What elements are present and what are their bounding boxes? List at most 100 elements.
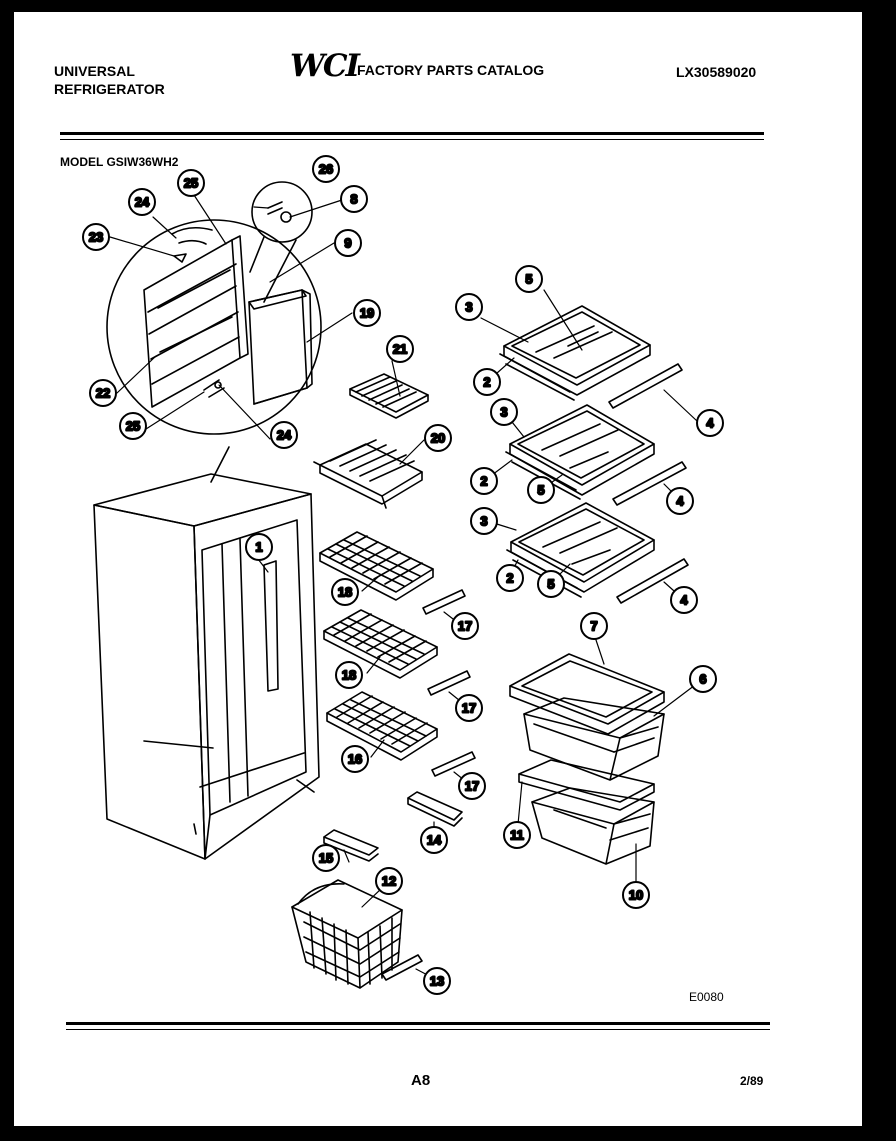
callout-2-middle: 2	[470, 467, 498, 495]
callout-number: 24	[135, 195, 150, 210]
model-label: MODEL GSIW36WH2	[60, 155, 179, 169]
callout-17-middle: 17	[455, 694, 483, 722]
callout-16: 16	[341, 745, 369, 773]
callout-number: 14	[427, 833, 442, 848]
callout-9: 9	[334, 229, 362, 257]
callout-number: 5	[537, 483, 544, 498]
crisper-pan-10	[531, 787, 655, 865]
callout-number: 12	[382, 874, 396, 889]
callout-26: 26	[312, 155, 340, 183]
callout-17-top: 17	[451, 612, 479, 640]
callout-1: 1	[245, 533, 273, 561]
glass-shelf-middle	[505, 404, 655, 500]
callout-number: 20	[431, 431, 445, 446]
callout-6: 6	[689, 665, 717, 693]
leader-lines	[109, 194, 704, 981]
footer-rule	[66, 1022, 770, 1025]
date-code: 2/89	[740, 1074, 764, 1088]
callout-18-bottom: 18	[335, 661, 363, 689]
crisper-tray-11	[518, 759, 655, 811]
callout-4-bottom: 4	[670, 586, 698, 614]
callout-24-bottom: 24	[270, 421, 298, 449]
callout-12: 12	[375, 867, 403, 895]
callout-11: 11	[503, 821, 531, 849]
callout-number: 15	[319, 851, 333, 866]
callout-number: 3	[480, 514, 487, 529]
glass-shelf-bottom	[506, 502, 655, 598]
callout-number: 10	[629, 888, 643, 903]
callout-number: 1	[255, 540, 262, 555]
brand-line2: REFRIGERATOR	[54, 81, 165, 97]
callout-number: 25	[184, 176, 198, 191]
callout-number: 4	[706, 416, 714, 431]
callout-number: 22	[96, 386, 110, 401]
callout-number: 16	[348, 752, 362, 767]
callout-17-bottom: 17	[458, 772, 486, 800]
callout-2-bottom: 2	[496, 564, 524, 592]
catalog-number: LX30589020	[676, 64, 757, 80]
callout-number: 18	[342, 668, 356, 683]
callout-number: 11	[510, 828, 524, 843]
callout-number: 5	[525, 272, 532, 287]
callout-number: 2	[483, 375, 490, 390]
exploded-parts-diagram: 1 2 2 2 3 3 3 4 4 4 5 5 5 6 7 8 9 10 11 …	[82, 155, 724, 995]
callout-3-bottom: 3	[470, 507, 498, 535]
callout-number: 5	[547, 577, 554, 592]
callout-24-top: 24	[128, 188, 156, 216]
callout-18-top: 18	[331, 578, 359, 606]
callout-number: 9	[344, 236, 351, 251]
callout-number: 13	[430, 974, 444, 989]
callout-25-bottom: 25	[119, 412, 147, 440]
callout-number: 4	[680, 593, 688, 608]
catalog-sheet: UNIVERSAL REFRIGERATOR WCI FACTORY PARTS…	[14, 12, 862, 1126]
glass-shelf-top	[499, 305, 651, 401]
callout-5-top: 5	[515, 265, 543, 293]
callout-number: 7	[590, 619, 597, 634]
callout-10: 10	[622, 881, 650, 909]
callout-23: 23	[82, 223, 110, 251]
callout-number: 24	[277, 428, 292, 443]
callout-3-middle: 3	[490, 398, 518, 426]
callout-8: 8	[340, 185, 368, 213]
callout-number: 3	[500, 405, 507, 420]
footer-rule-thin	[66, 1029, 770, 1030]
shelf-supports	[608, 363, 689, 604]
callout-number: 6	[699, 672, 706, 687]
catalog-title: FACTORY PARTS CATALOG	[357, 62, 545, 78]
callout-number: 18	[338, 585, 352, 600]
callout-4-top: 4	[696, 409, 724, 437]
callout-3-top: 3	[455, 293, 483, 321]
callout-13: 13	[423, 967, 451, 995]
callout-4-middle: 4	[666, 487, 694, 515]
wire-basket-16	[326, 691, 438, 761]
freezer-shelf-21	[349, 373, 429, 419]
wire-basket-12	[291, 879, 403, 989]
callout-number: 2	[506, 571, 513, 586]
callout-number: 25	[126, 419, 140, 434]
brand-line1: UNIVERSAL	[54, 63, 135, 79]
callout-number: 2	[480, 474, 487, 489]
wire-basket-18a	[319, 531, 434, 601]
shelf-rails	[323, 589, 476, 981]
freezer-shelf-20	[313, 439, 423, 509]
callout-15: 15	[312, 844, 340, 872]
callout-22: 22	[89, 379, 117, 407]
header-rule	[60, 132, 764, 135]
callout-5-middle: 5	[527, 476, 555, 504]
callout-19: 19	[353, 299, 381, 327]
callout-number: 21	[393, 342, 407, 357]
callout-number: 4	[676, 494, 684, 509]
callout-number: 23	[89, 230, 103, 245]
figure-code: E0080	[689, 990, 724, 1004]
wire-basket-18b	[323, 609, 438, 679]
callout-number: 17	[465, 779, 479, 794]
callout-2-top: 2	[473, 368, 501, 396]
callout-number: 26	[319, 162, 333, 177]
callout-number: 19	[360, 306, 374, 321]
wci-logo: WCI	[290, 48, 360, 84]
callout-number: 17	[458, 619, 472, 634]
callout-number: 3	[465, 300, 472, 315]
cabinet-illustration	[93, 473, 320, 860]
page-number: A8	[411, 1072, 431, 1089]
fastener-detail-illustration	[249, 181, 313, 303]
